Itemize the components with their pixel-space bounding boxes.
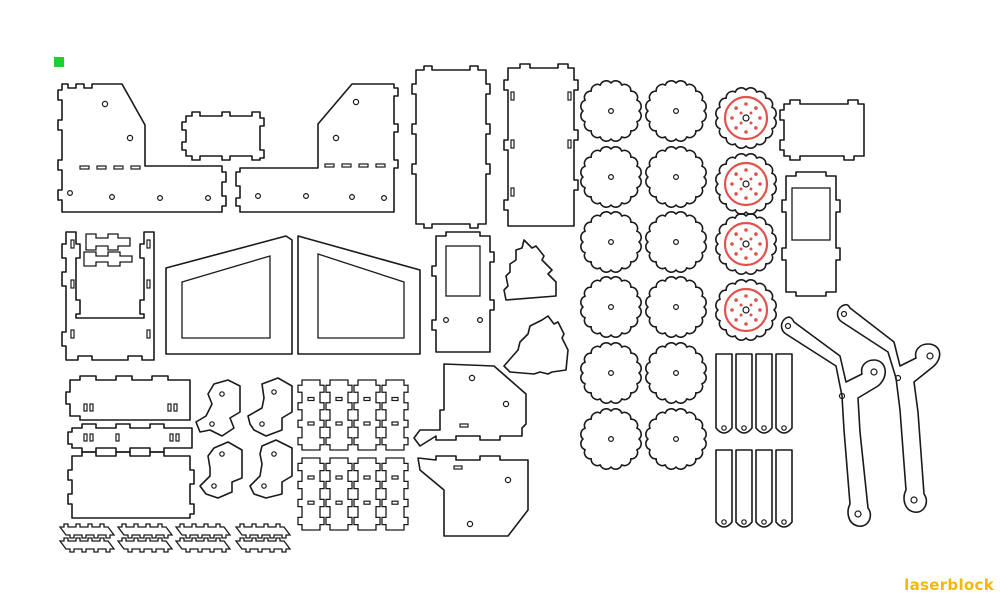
strip [116,537,174,553]
arm-right [836,303,941,513]
l-bracket-2 [247,377,293,437]
tall-panel-b [503,63,579,227]
wheel [580,211,642,273]
wheel [580,80,642,142]
long-panel-a [65,375,191,421]
wheel [580,408,642,470]
bar [775,449,793,528]
arm-left [780,316,886,527]
tab-connector [325,457,353,531]
l-bracket-3 [199,441,243,499]
long-panel-b [67,423,193,453]
wheel [645,408,707,470]
right-window-panel [781,171,841,297]
tab-connector [353,457,381,531]
bar [715,353,733,434]
brand-logo: laserblock [904,576,994,594]
engraved-wheel [715,279,777,341]
strip [58,523,116,539]
wheel-grid [580,80,707,470]
wheel [645,80,707,142]
strip [234,537,292,553]
tab-connector [325,379,353,451]
wheel [645,146,707,208]
wheel [645,211,707,273]
bar [755,449,773,528]
wheel [580,276,642,338]
connector-strips [58,523,292,553]
engraved-wheel [715,213,777,275]
bar [735,449,753,528]
strip [116,523,174,539]
triangle-bracket-b [503,315,569,375]
cabin-panel-top [413,363,527,447]
registration-marker [54,57,64,67]
tall-panel-a [411,65,491,229]
bar [715,449,733,528]
front-frame [61,231,155,361]
tab-connector [381,379,409,451]
cabin-panel-bottom [417,455,529,537]
door-panel [431,231,495,353]
tab-connectors [297,379,409,531]
right-top-box [779,99,865,161]
tab-connector [297,379,325,451]
strip [174,537,232,553]
top-center-small-box [181,111,265,161]
bar [735,353,753,434]
wheel [645,276,707,338]
engraved-wheel [715,87,777,149]
bar-set [715,353,793,528]
triangle-bracket-a [503,239,557,301]
window-panel-left [165,235,293,355]
strip [174,523,232,539]
large-box-panel [67,451,195,519]
wheel-column-engraved [715,87,777,341]
strip [234,523,292,539]
tab-connector [381,457,409,531]
strip [58,537,116,553]
engraved-wheel [715,153,777,215]
side-panel-right [235,83,399,213]
wheel [580,146,642,208]
l-bracket-1 [195,379,241,437]
wheel [580,342,642,404]
wheel [645,342,707,404]
bar [775,353,793,434]
tab-connector [297,457,325,531]
l-bracket-4 [249,439,293,499]
bar [755,353,773,434]
tab-connector [353,379,381,451]
side-panel-left [57,83,227,213]
window-panel-right [297,235,421,355]
